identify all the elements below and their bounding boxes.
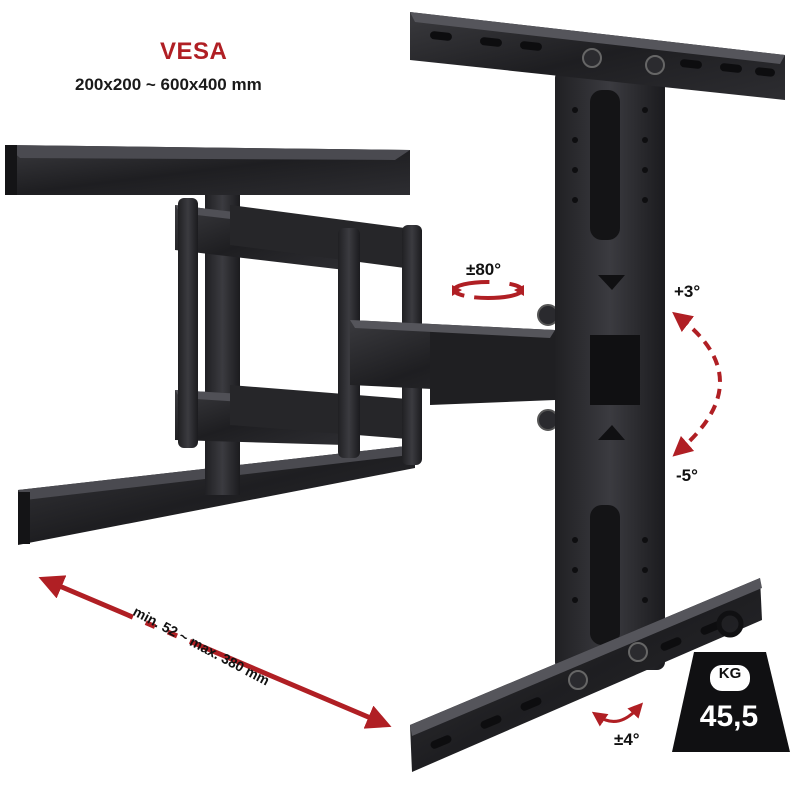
weight-badge [672,610,790,752]
tilt-down-label: -5° [676,466,698,485]
tilt-up-label: +3° [674,282,701,301]
wall-plate [5,145,415,545]
vesa-spec: 200x200 ~ 600x400 mm [75,75,262,94]
level-arrow [591,702,644,727]
weight-value: 45,5 [699,700,759,733]
rotation-label: ±80° [466,260,502,279]
vesa-title: VESA [160,38,228,65]
articulating-arm-upper [175,205,420,270]
weight-unit: KG [718,665,742,682]
level-adjust-label: ±4° [614,730,640,749]
extension-arrow [38,575,392,729]
rotation-arrow [452,280,524,300]
lower-mounting-rail [410,578,762,772]
tv-bracket [555,70,665,670]
upper-mounting-rail [410,12,785,100]
articulating-arm-lower [175,385,420,445]
center-arm [350,304,559,431]
tilt-arrow [672,311,722,457]
